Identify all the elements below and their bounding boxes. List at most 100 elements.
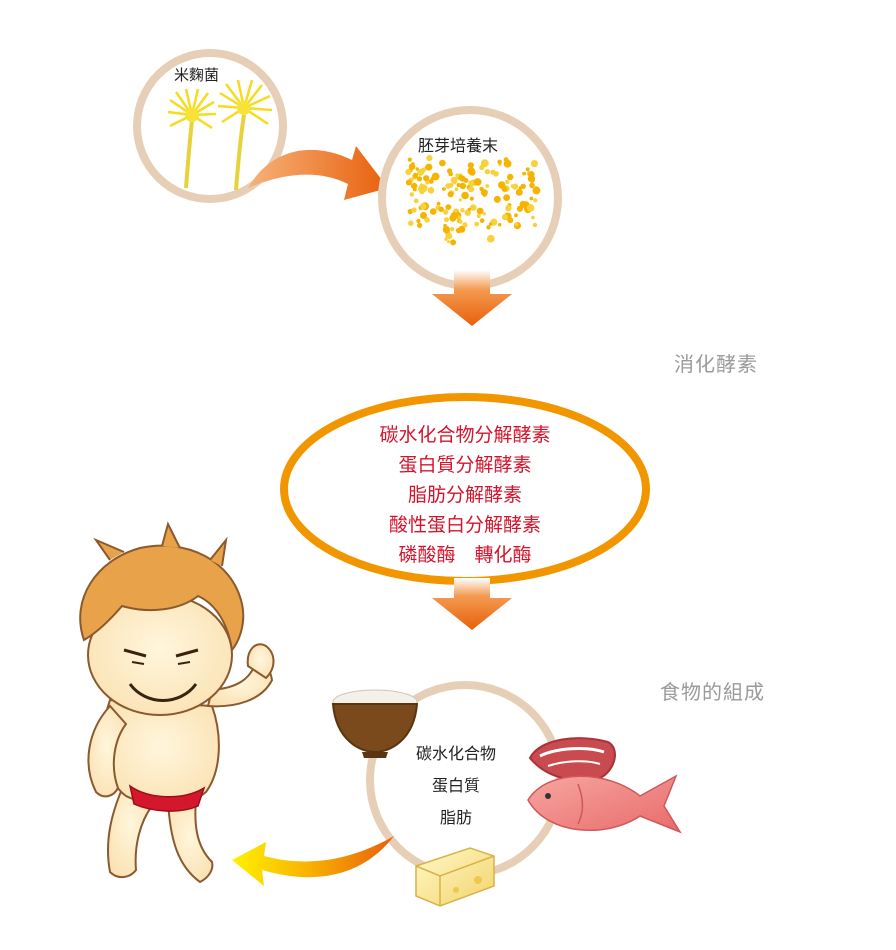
powder-dot [493, 171, 499, 177]
powder-dot [507, 173, 514, 181]
aspergillus-mold-icon [167, 79, 273, 191]
powder-dot [451, 178, 455, 182]
germ-powder-icon [405, 155, 541, 246]
powder-dot [474, 221, 480, 227]
powder-dot [412, 172, 419, 179]
powder-dot [429, 208, 437, 215]
powder-dot [469, 169, 476, 176]
powder-dot [505, 204, 512, 212]
powder-dot [525, 167, 530, 172]
powder-dot [417, 222, 423, 228]
powder-dot [420, 167, 426, 173]
powder-dot [470, 204, 477, 211]
powder-dot [420, 187, 426, 193]
food-component-item: 脂肪 [439, 808, 472, 827]
powder-dot [445, 183, 452, 189]
mold-label: 米麴菌 [174, 66, 220, 84]
powder-dot [480, 189, 488, 197]
powder-dot [447, 240, 450, 244]
powder-dot [427, 187, 435, 194]
powder-dot [484, 169, 491, 175]
output-arrow [232, 836, 394, 886]
powder-dot [526, 204, 535, 212]
powder-dot [454, 187, 459, 192]
food-component-list: 碳水化合物 蛋白質 脂肪 [386, 738, 526, 834]
powder-dot [516, 205, 524, 212]
powder-dot [426, 155, 433, 162]
powder-dot [415, 167, 419, 171]
powder-dot [515, 188, 523, 196]
powder-dot [445, 232, 453, 240]
enzyme-item: 蛋白質分解酵素 [398, 454, 532, 476]
powder-dot [408, 220, 414, 226]
powder-dot [482, 212, 486, 216]
curve-arrow [248, 146, 388, 200]
powder-dot [457, 215, 462, 220]
powder-dot [503, 157, 509, 163]
powder-dot [529, 182, 535, 189]
powder-dot [458, 198, 462, 202]
powder-dot [532, 222, 538, 228]
powder-dot [514, 222, 519, 227]
powder-dot [425, 163, 433, 171]
powder-dot [442, 226, 450, 234]
powder-dot [488, 222, 493, 226]
food-component-item: 碳水化合物 [415, 744, 496, 763]
powder-dot [505, 179, 510, 185]
powder-dot [479, 218, 485, 223]
powder-dot [458, 219, 463, 224]
powder-dot [416, 218, 421, 224]
powder-dot [476, 207, 484, 215]
powder-dot [469, 196, 474, 201]
powder-dot [450, 212, 458, 219]
powder-dot [438, 206, 444, 212]
powder-dot [522, 171, 526, 176]
powder-dot [436, 201, 441, 206]
powder-dot [533, 198, 538, 203]
powder-dot [511, 183, 519, 190]
cheese-icon [415, 847, 495, 907]
down-arrow-2 [432, 578, 512, 630]
powder-dot [519, 200, 527, 208]
powder-dot [447, 168, 453, 174]
powder-dot [483, 193, 487, 197]
powder-dot [486, 225, 491, 230]
powder-dot [423, 175, 430, 182]
powder-dot [532, 186, 541, 195]
powder-dot [439, 159, 446, 167]
powder-dot [487, 234, 495, 243]
powder-dot [444, 237, 448, 241]
powder-dot [442, 187, 446, 191]
powder-dot [467, 162, 474, 169]
digestive-enzyme-heading: 消化酵素 [674, 352, 758, 376]
powder-dot [420, 212, 427, 219]
powder-dot [405, 168, 412, 175]
powder-dot [412, 187, 417, 192]
powder-dot [479, 186, 484, 192]
fish-icon [527, 774, 682, 834]
powder-dot [507, 217, 514, 224]
enzyme-item: 碳水化合物分解酵素 [379, 424, 551, 446]
powder-dot [460, 208, 465, 213]
powder-dot [407, 157, 412, 162]
powder-dot [458, 225, 466, 233]
powder-dot [463, 178, 469, 183]
powder-dot [431, 172, 440, 181]
powder-dot [408, 210, 412, 214]
powder-dot [498, 223, 502, 227]
enzyme-item: 酸性蛋白分解酵素 [388, 514, 541, 536]
powder-dot [411, 182, 418, 190]
powder-dot [514, 213, 518, 218]
powder-dot [530, 160, 539, 168]
powder-dot [462, 222, 468, 228]
powder-dot [450, 227, 455, 232]
enzyme-item: 脂肪分解酵素 [407, 484, 522, 506]
muscle-man-icon [79, 521, 275, 884]
germ-powder-label: 胚芽培養末 [418, 136, 499, 155]
powder-dot [428, 178, 434, 184]
powder-dot [409, 192, 414, 197]
powder-dot [485, 184, 490, 188]
powder-dot [493, 195, 501, 203]
enzyme-list: 碳水化合物分解酵素 蛋白質分解酵素 脂肪分解酵素 酸性蛋白分解酵素 磷酸酶 轉化… [290, 420, 640, 570]
